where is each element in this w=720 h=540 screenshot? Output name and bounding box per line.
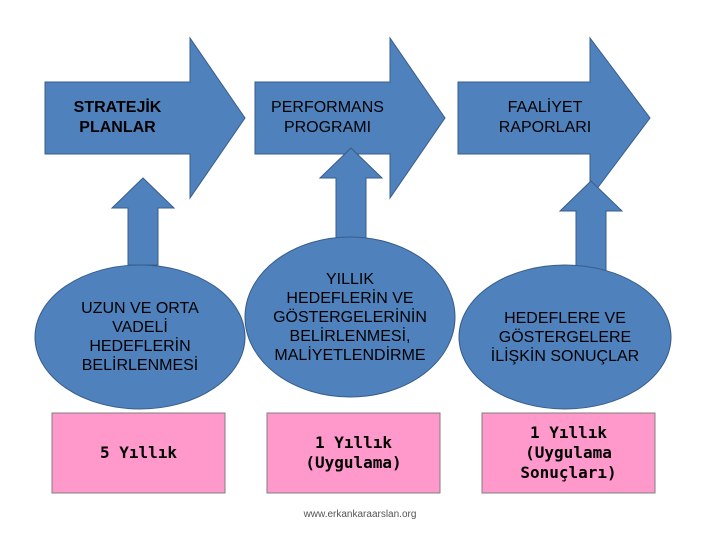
one-year-results-label: 1 Yıllık (Uygulama Sonuçları) xyxy=(520,423,617,482)
box-shape-five-year xyxy=(51,412,226,494)
performance-program-label: PERFORMANS PROGRAMI xyxy=(271,99,384,136)
one-year-label: 1 Yıllık (Uygulama) xyxy=(305,433,402,472)
annual-targets-label: YILLIK HEDEFLERİN VE GÖSTERGELERİNİN BEL… xyxy=(273,270,427,364)
ellipse-shape-long-medium-term xyxy=(34,264,246,410)
up-arrow-left xyxy=(110,177,176,266)
activity-reports-label: FAALİYET RAPORLARI xyxy=(498,99,592,136)
arrow-shape-strategic-plans xyxy=(44,36,246,200)
ellipse-shape-results xyxy=(458,264,672,410)
footer-website: www.erkankaraarslan.org xyxy=(303,509,417,520)
long-medium-term-label: UZUN VE ORTA VADELİ HEDEFLERİN BELİRLENM… xyxy=(81,300,199,374)
box-shape-one-year xyxy=(266,412,441,494)
up-arrow-right xyxy=(558,180,624,279)
box-shape-one-year-results xyxy=(481,412,656,494)
ellipse-shape-annual-targets xyxy=(244,236,456,398)
arrow-shape-activity-reports xyxy=(457,36,651,200)
arrow-shape-performance-program xyxy=(254,36,446,200)
strategic-plans-label: STRATEJİK PLANLAR xyxy=(73,99,162,136)
results-label: HEDEFLERE VE GÖSTERGELERE İLİŞKİN SONUÇL… xyxy=(490,309,640,365)
five-year-label: 5 Yıllık xyxy=(99,443,178,462)
